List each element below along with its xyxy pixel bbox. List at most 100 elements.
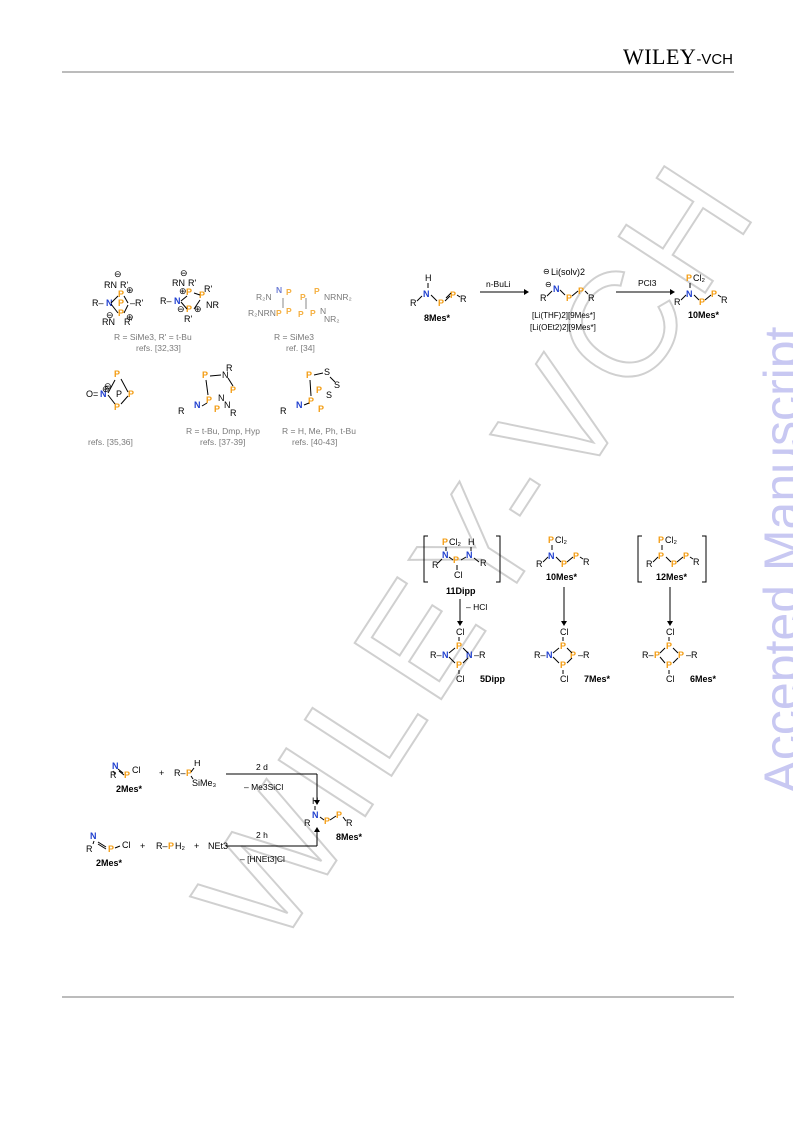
svg-text:R–: R– <box>92 298 104 308</box>
svg-text:P: P <box>128 389 134 399</box>
svg-text:P: P <box>298 309 304 319</box>
svg-text:N: N <box>106 298 113 308</box>
svg-text:P: P <box>114 369 120 379</box>
col3-bottom-label: 6Mes* <box>690 674 717 684</box>
svg-text:Cl₂: Cl₂ <box>449 537 461 547</box>
svg-text:P: P <box>308 396 314 406</box>
svg-text:R–: R– <box>156 841 168 851</box>
svg-text:P: P <box>199 290 205 300</box>
svg-text:RN: RN <box>172 278 185 288</box>
svg-text:⊕: ⊕ <box>102 384 110 394</box>
svg-text:N: N <box>548 551 555 561</box>
svg-text:P: P <box>666 641 672 651</box>
svg-text:+: + <box>159 768 164 778</box>
svg-text:P: P <box>324 816 330 826</box>
svg-text:R: R <box>110 770 117 780</box>
svg-text:N: N <box>174 296 181 306</box>
svg-text:R: R <box>178 406 185 416</box>
cond-1-top: 2 d <box>256 762 268 772</box>
svg-text:P: P <box>318 404 324 414</box>
r-definition-1: R = SiMe3, R' = t-Bu <box>114 332 192 342</box>
svg-text:R: R <box>646 559 653 569</box>
svg-text:P: P <box>566 293 572 303</box>
svg-text:R₂N: R₂N <box>256 292 272 302</box>
side-watermark: Accepted Manuscript <box>754 326 793 794</box>
svg-text:P: P <box>314 286 320 296</box>
col2-bottom-label: 7Mes* <box>584 674 611 684</box>
svg-text:–R: –R <box>578 650 590 660</box>
svg-text:N: N <box>442 650 449 660</box>
svg-text:⊖: ⊖ <box>114 269 122 279</box>
col3-top-label: 12Mes* <box>656 572 688 582</box>
svg-text:N: N <box>194 400 201 410</box>
svg-text:NR: NR <box>206 300 219 310</box>
svg-text:P: P <box>666 660 672 670</box>
svg-text:N: N <box>320 306 326 316</box>
svg-text:N: N <box>686 289 693 299</box>
svg-text:R: R <box>226 363 233 373</box>
svg-text:–R': –R' <box>130 298 144 308</box>
base-label: NEt3 <box>208 841 228 851</box>
svg-text:N: N <box>222 370 229 380</box>
svg-text:P: P <box>310 308 316 318</box>
svg-text:⊖: ⊖ <box>106 310 114 320</box>
svg-text:R: R <box>480 558 487 568</box>
r-definition-2: R = SiMe3 <box>274 332 314 342</box>
svg-text:⊕: ⊕ <box>126 312 134 322</box>
reactant-2mes-a: 2Mes* <box>116 784 143 794</box>
svg-text:R₂NRN: R₂NRN <box>248 308 276 318</box>
col1-bottom-label: 5Dipp <box>480 674 506 684</box>
svg-text:S: S <box>334 380 340 390</box>
svg-text:P: P <box>202 370 208 380</box>
svg-text:P: P <box>671 559 677 569</box>
reactant-2mes-b: 2Mes* <box>96 858 123 868</box>
svg-text:H₂: H₂ <box>175 841 185 851</box>
svg-text:Cl: Cl <box>456 674 465 684</box>
svg-text:Cl₂: Cl₂ <box>665 535 677 545</box>
svg-text:N: N <box>553 284 560 294</box>
svg-text:O=: O= <box>86 389 98 399</box>
svg-text:NR₂: NR₂ <box>324 314 340 324</box>
col1-top-label: 11Dipp <box>446 586 476 596</box>
svg-text:⊖: ⊖ <box>104 381 112 391</box>
svg-text:P: P <box>699 297 705 307</box>
label-start: 8Mes* <box>424 313 451 323</box>
svg-text:R: R <box>410 298 417 308</box>
svg-text:N: N <box>466 550 473 560</box>
svg-text:+: + <box>194 841 199 851</box>
svg-text:R: R <box>346 818 353 828</box>
svg-text:Cl: Cl <box>454 570 463 580</box>
svg-text:P: P <box>442 537 448 547</box>
svg-text:⊕: ⊕ <box>179 286 187 296</box>
cond-1-bottom: – Me3SiCl <box>244 782 283 792</box>
svg-text:P: P <box>548 535 554 545</box>
svg-text:RN: RN <box>104 280 117 290</box>
svg-text:N: N <box>100 389 107 399</box>
svg-text:N: N <box>296 400 303 410</box>
svg-text:P: P <box>214 404 220 414</box>
svg-text:R–: R– <box>174 768 186 778</box>
publisher-logo: WILEY-VCH <box>622 44 733 69</box>
svg-text:R: R <box>432 560 439 570</box>
footer-rule <box>62 996 734 998</box>
header-rule <box>62 71 734 73</box>
svg-text:S: S <box>324 367 330 377</box>
svg-text:Cl: Cl <box>456 627 465 637</box>
svg-text:R': R' <box>124 317 132 327</box>
svg-text:P: P <box>711 289 717 299</box>
svg-text:H: H <box>312 796 319 806</box>
r-definition-5: R = H, Me, Ph, t-Bu <box>282 426 356 436</box>
svg-text:Cl: Cl <box>560 674 569 684</box>
svg-text:–R: –R <box>686 650 698 660</box>
r-definition-4: R = t-Bu, Dmp, Hyp <box>186 426 260 436</box>
svg-text:R': R' <box>188 278 196 288</box>
svg-text:R: R <box>583 557 590 567</box>
salt-2: [Li(OEt2)2][9Mes*] <box>530 323 596 332</box>
svg-text:N: N <box>442 550 449 560</box>
svg-text:P: P <box>678 650 684 660</box>
